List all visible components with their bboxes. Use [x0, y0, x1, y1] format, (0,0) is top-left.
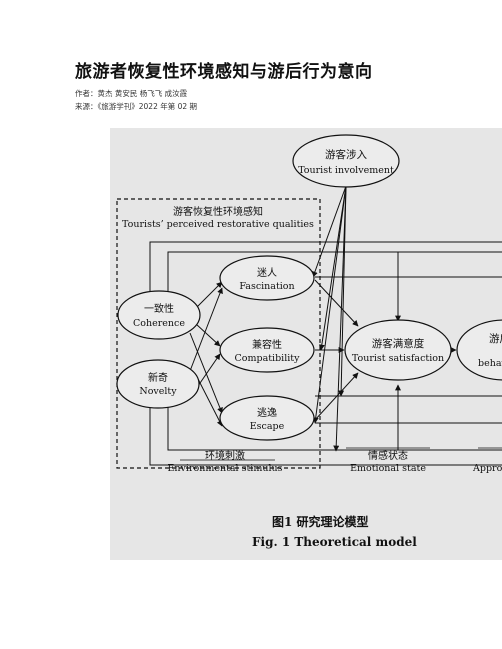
novelty-label-zh: 新奇: [148, 371, 168, 384]
article-title: 旅游者恢复性环境感知与游后行为意向: [75, 62, 373, 82]
involvement-arrows: [312, 185, 347, 452]
article-source: 来源：《旅游学刊》2022 年第 02 期: [75, 102, 198, 111]
model-diagram: 游客恢复性环境感知 Tourists’ perceived restorativ…: [116, 134, 502, 549]
node-fascination: 迷人 Fascination: [219, 255, 315, 301]
behavior-label-en: behav: [478, 358, 502, 369]
node-coherence: 一致性 Coherence: [117, 290, 201, 340]
theoretical-model-figure: 游客恢复性环境感知 Tourists’ perceived restorativ…: [110, 128, 502, 560]
satisfaction-label-en: Tourist satisfaction: [352, 353, 444, 364]
stage-approach: Appro: [472, 447, 502, 474]
caption-zh: 图1 研究理论模型: [272, 514, 369, 529]
restorative-box-label-en: Tourists’ perceived restorative qualitie…: [122, 219, 314, 230]
article-authors: 作者：黄杰 黄安民 杨飞飞 成汝霞: [75, 89, 188, 98]
node-escape: 逃逸 Escape: [219, 395, 315, 441]
node-involvement: 游客涉入 Tourist involvement: [292, 134, 400, 188]
escape-label-zh: 逃逸: [257, 406, 277, 419]
escape-label-en: Escape: [250, 421, 285, 432]
involvement-label-zh: 游客涉入: [325, 148, 367, 161]
stage-stimulus-zh: 环境刺激: [205, 449, 245, 462]
cause-arrows: [189, 281, 223, 427]
restorative-qualities-box: [116, 198, 321, 469]
stage-emotional-zh: 情感状态: [368, 449, 408, 462]
node-behavior: 游后 behav: [456, 319, 502, 381]
coherence-label-zh: 一致性: [144, 302, 174, 315]
stage-stimulus-en: Environmental stimulus: [167, 463, 282, 474]
caption-en: Fig. 1 Theoretical model: [252, 535, 417, 549]
node-satisfaction: 游客满意度 Tourist satisfaction: [344, 319, 452, 381]
fascination-label-zh: 迷人: [257, 267, 277, 279]
compatibility-label-zh: 兼容性: [252, 338, 282, 351]
coherence-label-en: Coherence: [133, 318, 185, 329]
satisfaction-label-zh: 游客满意度: [372, 337, 425, 350]
stage-emotional-en: Emotional state: [350, 463, 426, 474]
node-novelty: 新奇 Novelty: [116, 359, 200, 409]
stage-approach-en: Appro: [472, 463, 502, 474]
mediator-to-satisfaction-arrows: [314, 279, 359, 421]
compatibility-label-en: Compatibility: [235, 353, 301, 364]
restorative-box-label-zh: 游客恢复性环境感知: [173, 205, 263, 218]
node-compatibility: 兼容性 Compatibility: [219, 327, 315, 373]
stage-emotional: 情感状态 Emotional state: [346, 447, 430, 474]
novelty-label-en: Novelty: [139, 386, 177, 397]
behavior-label-zh: 游后: [489, 332, 502, 345]
stage-stimulus: 环境刺激 Environmental stimulus: [167, 449, 282, 474]
fascination-label-en: Fascination: [239, 281, 294, 292]
involvement-label-en: Tourist involvement: [298, 165, 394, 176]
outer-feedback-lines: [149, 241, 502, 466]
